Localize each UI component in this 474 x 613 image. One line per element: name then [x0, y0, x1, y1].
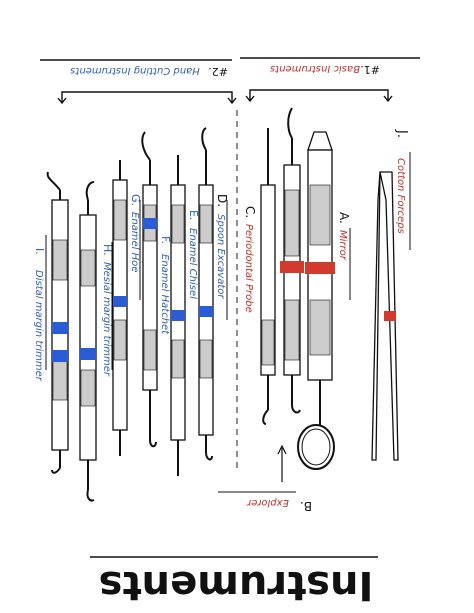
label-letter: H. — [101, 244, 114, 256]
label-letter: D. — [215, 194, 229, 207]
label-spoon-excavator: D. Spoon Excavator — [215, 194, 229, 320]
label-name: Mesial margin trimmer — [101, 262, 112, 377]
color-band — [199, 306, 213, 317]
color-band — [80, 348, 96, 360]
label-name: Periodontal Probe — [243, 224, 254, 313]
mirror-head — [297, 424, 335, 470]
label-name: Distal margin trimmer — [33, 270, 44, 382]
label-letter: J. — [394, 129, 409, 138]
group-number: #1. — [360, 63, 380, 76]
instrument-cotton-forceps — [371, 171, 399, 461]
instrument-spoon-excavator — [198, 127, 214, 461]
label-distal-margin-trimmer: I. Distal margin trimmer — [33, 235, 47, 382]
group-name: Hand Cutting Instruments — [70, 65, 200, 76]
group-number: #2. — [208, 65, 228, 78]
label-name: Enamel Chisel — [187, 228, 198, 299]
label-name: Spoon Excavator — [215, 214, 226, 299]
label-name: Explorer — [246, 497, 289, 508]
label-letter: C. — [243, 206, 257, 218]
title-block: Instruments — [90, 556, 378, 608]
label-letter: E. — [187, 210, 200, 220]
label-name: Enamel Hatchet — [159, 254, 170, 335]
label-letter: F. — [159, 236, 172, 244]
page-title: Instruments — [99, 562, 374, 608]
color-band — [305, 262, 335, 274]
instrument-distal-margin-trimmer — [46, 171, 69, 474]
label-letter: G. — [129, 194, 142, 206]
label-name: Cotton Forceps — [395, 158, 406, 234]
group-header-hand-cutting: #2. Hand Cutting Instruments — [40, 59, 237, 105]
instrument-enamel-hoe — [112, 160, 128, 456]
label-letter: I. — [33, 248, 46, 255]
color-band — [113, 296, 127, 307]
color-band — [171, 310, 185, 321]
label-name: Mirror — [337, 230, 348, 261]
label-explorer: Explorer B. — [218, 444, 312, 513]
color-band — [280, 261, 304, 273]
instrument-explorer — [280, 107, 304, 414]
instrument-mesial-margin-trimmer — [79, 181, 97, 502]
instrument-enamel-chisel — [170, 155, 186, 476]
group-name: Basic Instruments — [270, 63, 360, 74]
label-letter: A. — [337, 212, 351, 224]
label-enamel-hoe: G. Enamel Hoe — [129, 194, 142, 300]
label-letter: B. — [300, 499, 312, 513]
label-mesial-margin-trimmer: H. Mesial margin trimmer — [101, 242, 114, 377]
label-enamel-hatchet: F. Enamel Hatchet — [159, 236, 172, 335]
instrument-mirror — [297, 131, 335, 470]
label-periodontal-probe: C. Periodontal Probe — [243, 206, 257, 313]
label-mirror: A. Mirror — [337, 212, 351, 300]
color-band — [143, 218, 157, 229]
color-band — [384, 311, 396, 321]
color-band — [52, 322, 68, 334]
label-name: Enamel Hoe — [129, 212, 140, 272]
instrument-enamel-hatchet — [141, 131, 158, 448]
color-band — [52, 350, 68, 362]
label-enamel-chisel: E. Enamel Chisel — [187, 210, 200, 299]
instrument-periodontal-probe — [260, 128, 276, 425]
label-cotton-forceps: J. Cotton Forceps — [394, 129, 411, 250]
group-header-basic: #1. Basic Instruments — [240, 57, 420, 103]
